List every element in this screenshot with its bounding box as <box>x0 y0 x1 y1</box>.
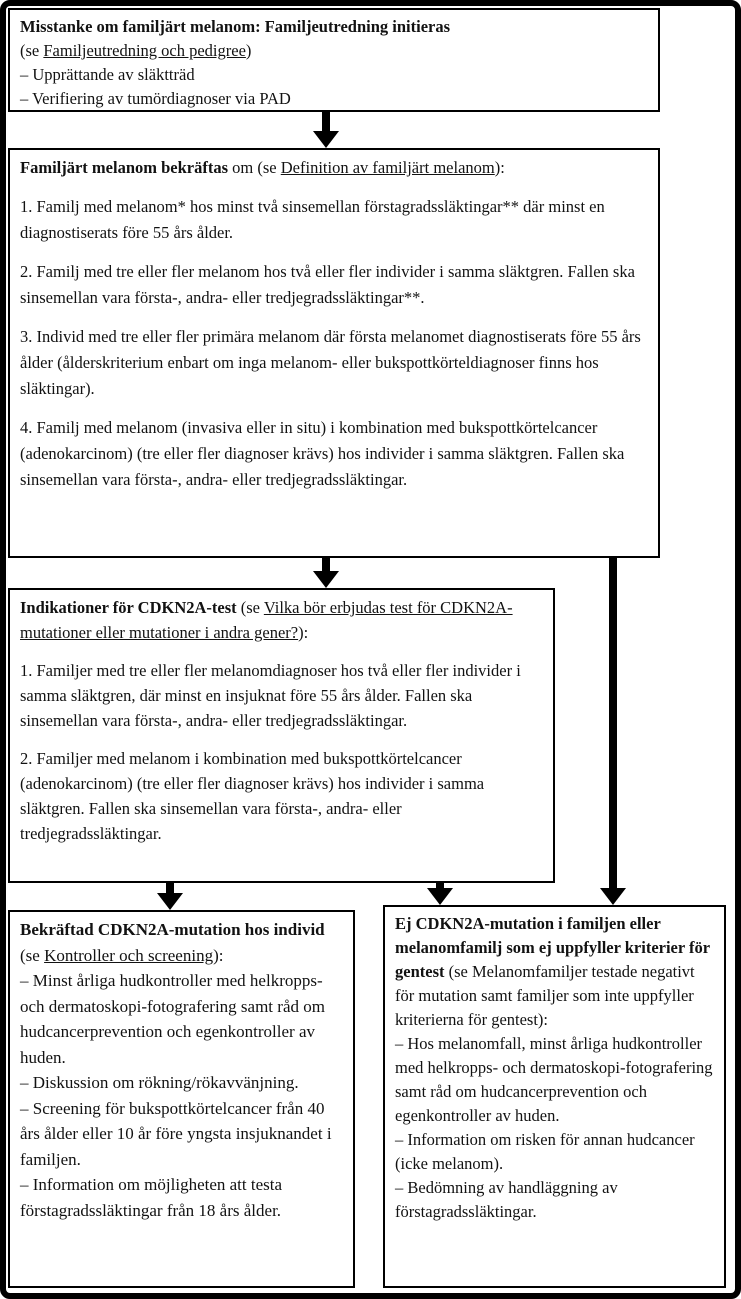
box1-title: Misstanke om familjärt melanom: Familjeu… <box>20 17 451 36</box>
box2-criterion-1: 1. Familj med melanom* hos minst två sin… <box>20 197 605 242</box>
box3-title-suffix: ): <box>298 623 309 642</box>
box4-bullet-hudkontroller: – Minst årliga hudkontroller med helkrop… <box>20 971 325 1067</box>
box3-title-line: Indikationer för CDKN2A-test (se Vilka b… <box>20 595 543 645</box>
box5-title-line: Ej CDKN2A-mutation i familjen eller mela… <box>395 912 714 1032</box>
box5-title: Ej CDKN2A-mutation i familjen eller mela… <box>395 914 710 981</box>
box-familial-melanoma-confirmed: Familjärt melanom bekräftas om (se Defin… <box>8 148 660 558</box>
box2-title-line: Familjärt melanom bekräftas om (se Defin… <box>20 155 648 181</box>
arrow-box3-to-box4-shaft <box>166 883 174 894</box>
box-cdkn2a-test-indications: Indikationer för CDKN2A-test (se Vilka b… <box>8 588 555 883</box>
box1-see-suffix: ) <box>245 41 252 60</box>
box1-link-familjeutredning[interactable]: Familjeutredning och pedigree <box>43 41 246 60</box>
box3-criterion-2: 2. Familjer med melanom i kombination me… <box>20 749 485 843</box>
box3-criterion-1: 1. Familjer med tre eller fler melanomdi… <box>20 661 521 730</box>
box2-link-definition[interactable]: Definition av familjärt melanom <box>280 158 495 177</box>
box2-criterion-3: 3. Individ med tre eller fler primära me… <box>20 327 641 398</box>
arrow-box1-to-box2-head <box>313 131 339 148</box>
box2-criterion-2: 2. Familj med tre eller fler melanom hos… <box>20 262 635 307</box>
arrow-box3-to-box5-shaft <box>436 883 444 889</box>
box4-bullet-screening: – Screening för bukspottkörtelcancer frå… <box>20 1098 332 1169</box>
box5-bullet-annan-hudcancer: – Information om risken för annan hudcan… <box>395 1130 695 1173</box>
arrow-box3-to-box5-head <box>427 888 453 905</box>
box5-bullet-hudkontroller: – Hos melanomfall, minst årliga hudkontr… <box>395 1034 713 1125</box>
box1-see-line: (se Familjeutredning och pedigree) <box>20 39 648 63</box>
box3-link-vilka-bor-erbjudas[interactable]: Vilka bör erbjudas test för CDKN2A-mutat… <box>20 598 513 642</box>
arrow-box2-to-box5-head <box>600 888 626 905</box>
box3-title: Indikationer för CDKN2A-test <box>20 598 237 617</box>
box2-title: Familjärt melanom bekräftas <box>20 158 229 177</box>
box4-bullet-rokning: – Diskussion om rökning/rökavvänjning. <box>20 1073 299 1092</box>
box2-title-suffix: ): <box>494 158 505 177</box>
box1-see-prefix: (se <box>20 41 44 60</box>
box1-bullet-pad: – Verifiering av tumördiagnoser via PAD <box>20 89 291 108</box>
arrow-box2-to-box3-shaft <box>322 558 330 572</box>
box4-title-suffix: ): <box>213 945 224 965</box>
box4-title: Bekräftad CDKN2A-mutation hos individ <box>20 920 325 939</box>
box4-title-mid: (se <box>20 945 45 965</box>
box4-link-kontroller-screening[interactable]: Kontroller och screening <box>44 945 214 965</box>
arrow-box2-to-box3-head <box>313 571 339 588</box>
box-cdkn2a-mutation-confirmed: Bekräftad CDKN2A-mutation hos individ (s… <box>8 910 355 1288</box>
box3-title-mid: (se <box>236 598 264 617</box>
box5-bullet-bedomning: – Bedömning av handläggning av förstagra… <box>395 1178 618 1221</box>
box4-bullet-testa-slaktingar: – Information om möjligheten att testa f… <box>20 1175 283 1220</box>
box2-criterion-4: 4. Familj med melanom (invasiva eller in… <box>20 418 625 489</box>
box2-title-mid: om (se <box>228 158 281 177</box>
arrow-box1-to-box2-shaft <box>322 112 330 132</box>
box-suspicion-familial-melanoma: Misstanke om familjärt melanom: Familjeu… <box>8 8 660 112</box>
box1-bullet-slakttrad: – Upprättande av släktträd <box>20 65 195 84</box>
box5-see-reference: (se Melanomfamiljer testade negativt för… <box>395 962 695 1029</box>
box-no-cdkn2a-mutation: Ej CDKN2A-mutation i familjen eller mela… <box>383 905 726 1288</box>
box4-title-line: Bekräftad CDKN2A-mutation hos individ (s… <box>20 917 343 968</box>
arrow-box2-to-box5-shaft <box>609 558 617 889</box>
arrow-box3-to-box4-head <box>157 893 183 910</box>
